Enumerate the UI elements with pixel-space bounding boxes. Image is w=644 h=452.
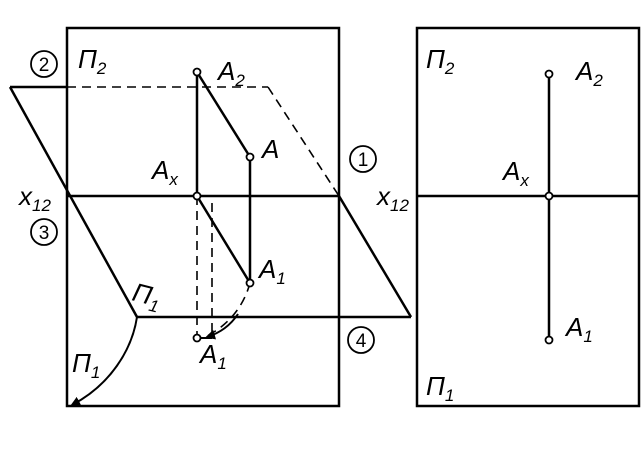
- label-plane-pi2-epure: Π2: [426, 44, 455, 78]
- svg-text:4: 4: [356, 331, 367, 352]
- label-point-a1: A1: [257, 254, 286, 288]
- label-point-a1-epure: A1: [564, 312, 593, 346]
- label-axis-x12: x12: [17, 181, 51, 215]
- label-axis-x12-epure: x12: [375, 181, 409, 215]
- label-point-ax: Ax: [150, 155, 178, 189]
- svg-text:3: 3: [39, 223, 50, 244]
- svg-text:2: 2: [39, 55, 50, 76]
- epure-frame: [415, 26, 641, 408]
- label-point-a2-epure: A2: [574, 56, 603, 90]
- point-a1: [245, 278, 255, 288]
- point-a1-rotated: [192, 333, 202, 343]
- frontal-plane-frame: [65, 26, 341, 408]
- marker-3: 3: [30, 218, 58, 246]
- line-a2-a: [195, 71, 252, 158]
- label-plane-pi1: Π1: [72, 348, 100, 382]
- label-point-ax-epure: Ax: [501, 156, 529, 190]
- label-plane-pi2: Π2: [78, 44, 107, 78]
- plane-h-right-edge: [337, 195, 413, 318]
- plane-h-left-edge: [8, 86, 139, 318]
- point-a: [245, 152, 255, 162]
- label-point-a1-rotated: A1: [198, 339, 227, 373]
- rotation-arc-point: [205, 313, 239, 340]
- rotation-arc-point-hidden: [206, 282, 251, 337]
- point-a2: [192, 67, 202, 77]
- rotation-arc-plane: [70, 316, 138, 406]
- right-figure: Π2 Π1 x12 A2 Ax A1: [375, 26, 641, 408]
- label-point-a: A: [260, 134, 279, 164]
- label-plane-pi1-rotated: Π1: [129, 277, 165, 317]
- point-ax: [192, 191, 202, 201]
- marker-2: 2: [30, 50, 58, 78]
- marker-4: 4: [347, 326, 375, 354]
- line-ax-a1: [195, 195, 252, 284]
- point-a2-epure: [544, 69, 554, 79]
- label-point-a2: A2: [216, 56, 245, 90]
- left-figure: Π2 Π1 Π1 x12 A2 A Ax A1 A1 2 1 3 4: [8, 26, 413, 408]
- marker-1: 1: [349, 145, 377, 173]
- label-plane-pi1-epure: Π1: [426, 371, 454, 405]
- point-ax-epure: [544, 191, 554, 201]
- point-a1-epure: [544, 335, 554, 345]
- plane-h-right-edge-hidden: [267, 86, 340, 197]
- svg-text:1: 1: [358, 150, 369, 171]
